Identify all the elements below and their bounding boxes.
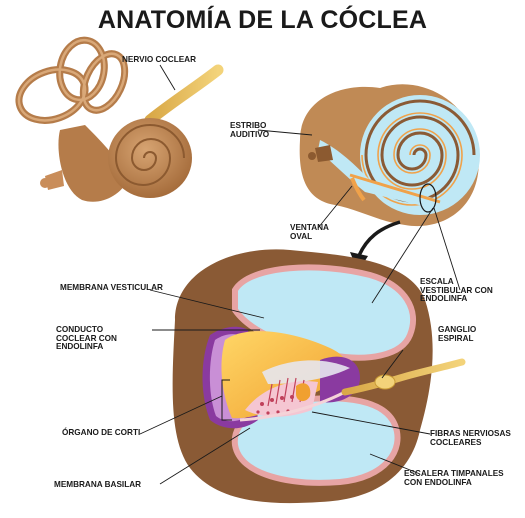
cochlear-nerve	[150, 70, 218, 120]
spiral-ganglion	[375, 375, 395, 389]
label-ventana-oval: VENTANA OVAL	[290, 224, 329, 241]
label-fibras-nerviosas: FIBRAS NERVIOSAS COCLEARES	[430, 430, 511, 447]
cochlear-duct-cross-section	[173, 249, 462, 503]
label-escala-vestibular: ESCALA VESTIBULAR CON ENDOLINFA	[420, 278, 493, 304]
label-organo-de-corti: ÓRGANO DE CORTI	[62, 429, 140, 438]
label-nervio-coclear: NERVIO COCLEAR	[122, 56, 196, 65]
cochlea-shell	[108, 118, 192, 198]
label-estribo-auditivo: ESTRIBO AUDITIVO	[230, 122, 269, 139]
cochlea-section-view	[300, 84, 480, 226]
zoom-arrow	[358, 222, 400, 258]
label-escalera-timpanales: ESCALERA TIMPANALES CON ENDOLINFA	[404, 470, 504, 487]
label-membrana-basilar: MEMBRANA BASILAR	[54, 481, 141, 490]
semicircular-canals	[12, 37, 133, 130]
label-conducto-coclear: CONDUCTO COCLEAR CON ENDOLINFA	[56, 326, 117, 352]
label-membrana-vesticular: MEMBRANA VESTICULAR	[60, 284, 163, 293]
label-ganglio-espiral: GANGLIO ESPIRAL	[438, 326, 476, 343]
